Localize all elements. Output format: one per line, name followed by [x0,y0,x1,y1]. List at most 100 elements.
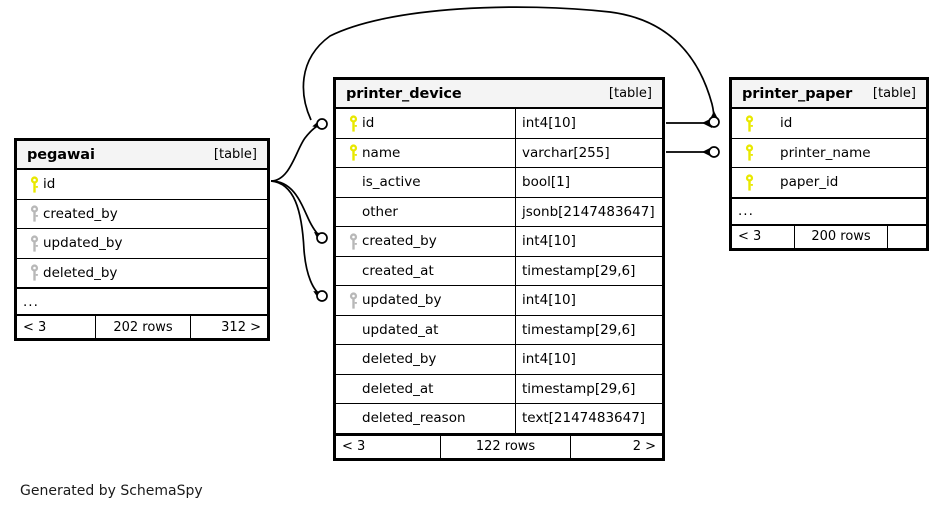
column-type: bool[1] [515,168,662,197]
column-type: varchar[255] [515,138,662,167]
foreign-key-icon [344,292,362,309]
column-label: deleted_by [362,351,437,368]
table-header-printer-paper: printer_paper [table] [732,80,926,109]
footer-next-link[interactable]: 312 > [221,319,261,335]
column-label: id [362,115,375,132]
footer-next-link[interactable] [888,226,926,248]
table-header-pegawai: pegawai [table] [17,141,267,170]
column-cell-name: id [17,170,267,199]
table-row[interactable]: other jsonb[2147483647] [336,197,662,227]
primary-key-icon [740,144,758,161]
table-row[interactable]: id int4[10] [336,109,662,139]
table-printer-paper[interactable]: printer_paper [table] id [729,77,929,251]
column-label: id [780,115,793,132]
column-label: paper_id [780,174,839,191]
column-cell-name: updated_by [336,286,515,315]
column-cell-name: deleted_by [336,345,515,374]
column-type: timestamp[29,6] [515,315,662,344]
column-cell-name: created_by [17,200,267,229]
table-row[interactable]: id [732,109,926,139]
column-cell-name: id [336,109,515,138]
column-cell-name: updated_at [336,316,515,345]
foreign-key-icon [344,233,362,250]
footer-row-count: 200 rows [794,225,888,248]
footer-next-link[interactable]: 2 > [632,439,656,454]
column-label: created_by [43,205,118,222]
table-row[interactable]: deleted_by int4[10] [336,345,662,375]
cardinality-circle-device-createdby [316,232,328,244]
table-title-printer-device: printer_device [346,85,462,102]
table-printer-device[interactable]: printer_device [table] id int4[10] [333,77,665,461]
column-cell-name: created_by [336,227,515,256]
table-row[interactable]: updated_by int4[10] [336,286,662,316]
foreign-key-icon [25,264,43,281]
table-row[interactable]: printer_name [732,139,926,168]
column-label: is_active [362,174,421,191]
generated-by-caption: Generated by SchemaSpy [20,483,203,499]
table-tag-printer-device: [table] [608,86,652,101]
edge-pegawai-id-to-device-createdby [270,180,326,242]
column-type: int4[10] [515,286,662,315]
column-type: timestamp[29,6] [515,256,662,285]
column-type: int4[10] [515,227,662,256]
table-row[interactable]: created_by int4[10] [336,227,662,257]
column-label: updated_by [43,235,123,252]
table-row[interactable]: created_at timestamp[29,6] [336,256,662,286]
column-label: printer_name [780,144,871,161]
table-row[interactable]: updated_by [17,229,267,259]
footer-prev-link[interactable]: < 3 [738,229,762,244]
column-cell-name: deleted_at [336,375,515,404]
table-tag-printer-paper: [table] [872,86,916,101]
column-label: created_at [362,262,434,279]
column-cell-name: other [336,198,515,227]
table-row[interactable]: deleted_by [17,259,267,288]
column-type: timestamp[29,6] [515,374,662,403]
footer-prev-link[interactable]: < 3 [23,319,47,335]
column-type: int4[10] [515,345,662,374]
column-label: deleted_by [43,264,118,281]
table-tag-pegawai: [table] [213,147,257,162]
more-columns-indicator: ... [17,288,267,314]
column-cell-name: name [336,139,515,168]
column-type: text[2147483647] [515,404,662,433]
footer-prev-link[interactable]: < 3 [342,439,366,454]
footer-row-count: 122 rows [440,435,571,458]
column-label: other [362,203,398,220]
primary-key-icon [25,176,43,193]
column-label: deleted_at [362,380,434,397]
column-cell-name: paper_id [732,168,926,197]
table-header-printer-device: printer_device [table] [336,80,662,109]
table-footer-printer-device: < 3 122 rows 2 > [336,433,662,458]
footer-row-count: 202 rows [95,316,191,338]
column-cell-name: deleted_reason [336,404,515,433]
table-row[interactable]: paper_id [732,168,926,198]
table-row[interactable]: deleted_reason text[2147483647] [336,404,662,434]
table-row[interactable]: name varchar[255] [336,138,662,168]
column-cell-name: is_active [336,168,515,197]
primary-key-icon [344,115,362,132]
table-row[interactable]: created_by [17,200,267,229]
table-row[interactable]: is_active bool[1] [336,168,662,198]
column-cell-name: updated_by [17,229,267,258]
column-label: name [362,144,401,161]
table-row[interactable]: updated_at timestamp[29,6] [336,315,662,345]
table-footer-pegawai: < 3 202 rows 312 > [17,314,267,338]
column-type: jsonb[2147483647] [515,197,662,226]
cardinality-circle-paper-printername [708,146,720,158]
primary-key-icon [344,144,362,161]
table-title-pegawai: pegawai [27,146,95,163]
column-label: updated_by [362,292,442,309]
foreign-key-icon [25,205,43,222]
column-cell-name: deleted_by [17,259,267,288]
edge-pegawai-id-to-device-id [270,119,324,182]
table-row[interactable]: id [17,170,267,200]
column-label: id [43,176,56,193]
table-row[interactable]: deleted_at timestamp[29,6] [336,374,662,404]
column-cell-name: created_at [336,257,515,286]
table-title-printer-paper: printer_paper [742,85,853,102]
cardinality-circle-paper-id [708,116,720,128]
column-type: int4[10] [515,109,662,138]
table-pegawai[interactable]: pegawai [table] id [14,138,270,341]
primary-key-icon [740,115,758,132]
